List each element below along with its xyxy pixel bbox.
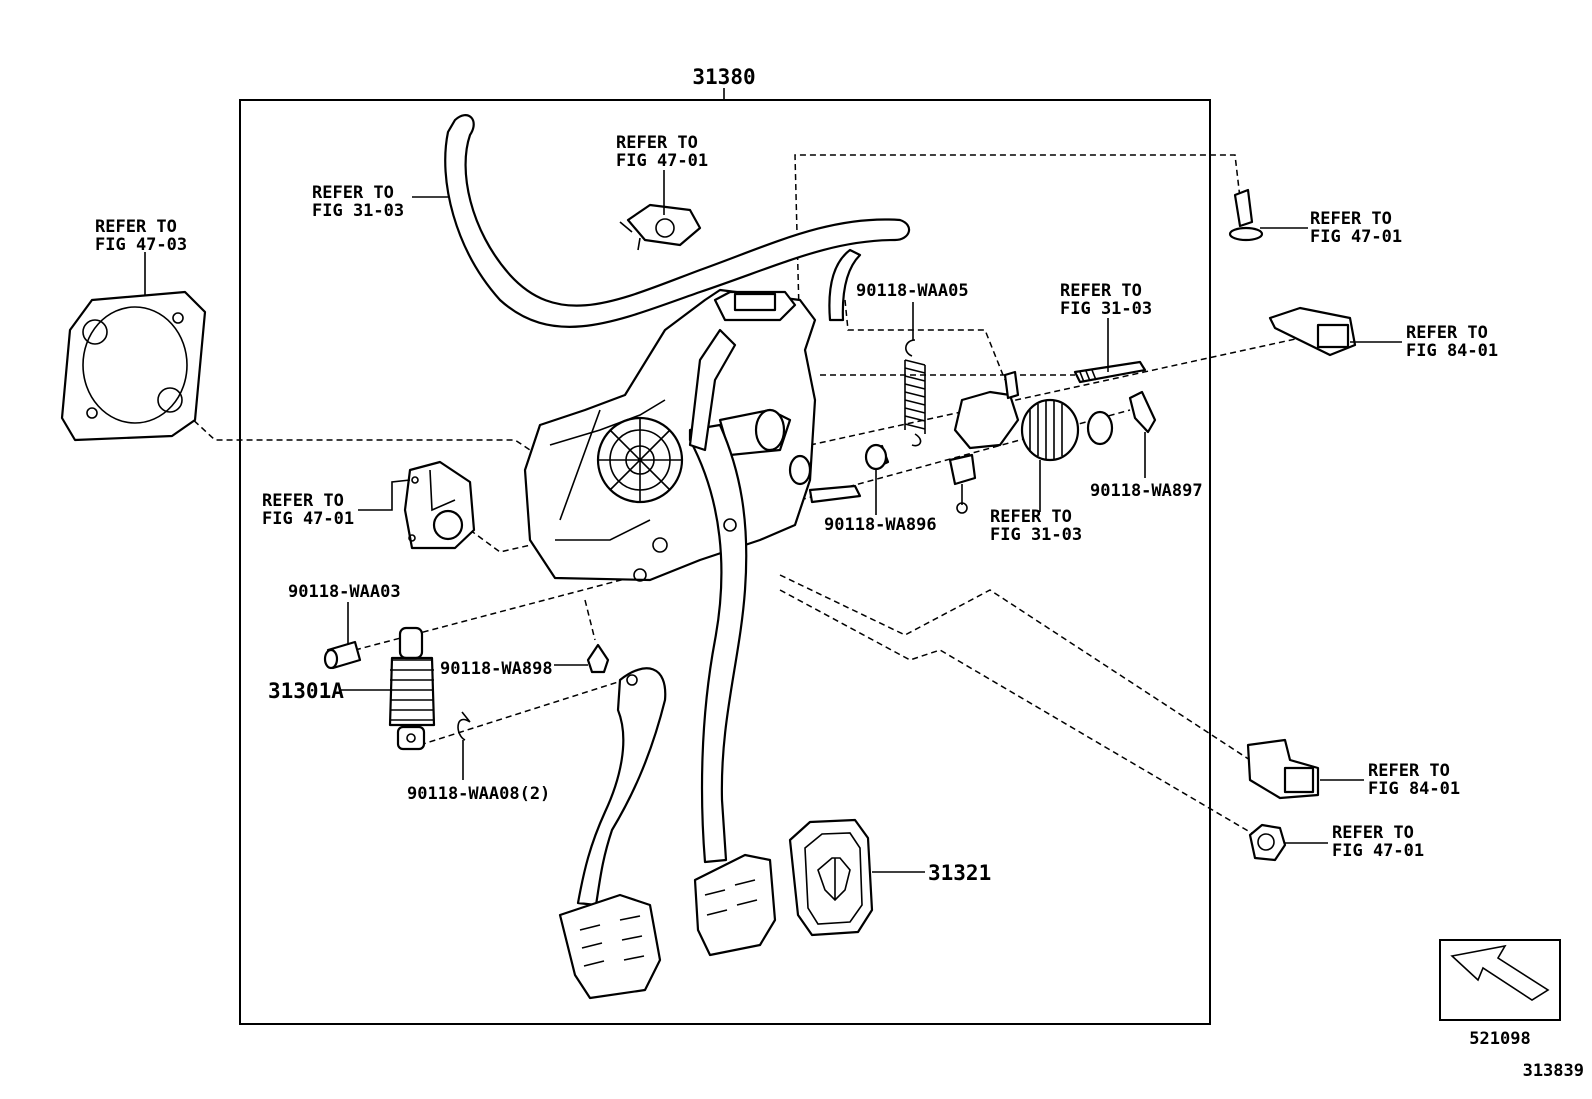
master-cylinder[interactable] xyxy=(948,370,1114,514)
switch-bracket[interactable] xyxy=(403,460,476,550)
refer-label[interactable]: REFER TO xyxy=(312,183,394,203)
solid-leaders xyxy=(144,170,1402,873)
figure-number: 313839 xyxy=(1523,1061,1584,1081)
reference-labels: REFER TO FIG 47-03 REFER TO FIG 31-03 RE… xyxy=(95,133,1498,861)
part-number-label[interactable]: 90118-WA898 xyxy=(440,659,553,679)
reservoir-hose[interactable] xyxy=(444,114,911,328)
assembly-frame xyxy=(239,99,1211,1025)
pedal-bushing[interactable] xyxy=(864,443,890,471)
refer-label[interactable]: REFER TO xyxy=(262,491,344,511)
illustration-number: 521098 xyxy=(1469,1029,1530,1049)
retainer-clip[interactable] xyxy=(457,711,471,741)
pivot-pin[interactable] xyxy=(323,640,362,670)
small-clip[interactable] xyxy=(586,643,610,674)
refer-label[interactable]: FIG 47-01 xyxy=(616,151,708,171)
refer-label[interactable]: REFER TO xyxy=(616,133,698,153)
part-number-label[interactable]: 90118-WAA05 xyxy=(856,281,969,301)
gasket-plate[interactable] xyxy=(60,290,207,442)
refer-label[interactable]: FIG 47-01 xyxy=(262,509,354,529)
refer-label[interactable]: FIG 47-03 xyxy=(95,235,187,255)
position-sensor[interactable] xyxy=(619,203,702,251)
refer-label[interactable]: REFER TO xyxy=(95,217,177,237)
part-number-label[interactable]: 90118-WAA08(2) xyxy=(407,784,550,804)
assist-spring-assembly[interactable] xyxy=(388,626,436,751)
refer-label[interactable]: REFER TO xyxy=(1332,823,1414,843)
part-number-label[interactable]: 31301A xyxy=(268,679,344,703)
return-spring[interactable] xyxy=(904,339,926,447)
front-direction-arrow-icon xyxy=(1439,939,1561,1021)
flange-nut[interactable] xyxy=(1248,823,1287,862)
refer-label[interactable]: FIG 47-01 xyxy=(1310,227,1402,247)
refer-label[interactable]: REFER TO xyxy=(1406,323,1488,343)
push-rod[interactable] xyxy=(1073,360,1147,384)
brake-pedal-arm[interactable] xyxy=(688,328,777,957)
part-number-label[interactable]: 90118-WA896 xyxy=(824,515,937,535)
clutch-pedal-arm[interactable] xyxy=(558,667,667,1000)
refer-label[interactable]: FIG 84-01 xyxy=(1368,779,1460,799)
pedal-pad[interactable] xyxy=(788,818,874,937)
part-number-label[interactable]: 90118-WA897 xyxy=(1090,481,1203,501)
stop-switch-bottom[interactable] xyxy=(1246,738,1320,800)
stop-switch-top[interactable] xyxy=(1268,306,1357,357)
part-number-label[interactable]: 90118-WAA03 xyxy=(288,582,401,602)
refer-label[interactable]: REFER TO xyxy=(1060,281,1142,301)
refer-label[interactable]: FIG 31-03 xyxy=(990,525,1082,545)
part-number-labels: 90118-WAA05 90118-WA896 90118-WA897 9011… xyxy=(268,281,1203,885)
refer-label[interactable]: FIG 47-01 xyxy=(1332,841,1424,861)
part-number-label[interactable]: 31321 xyxy=(928,861,991,885)
refer-label[interactable]: FIG 31-03 xyxy=(1060,299,1152,319)
refer-label[interactable]: REFER TO xyxy=(1368,761,1450,781)
refer-label[interactable]: REFER TO xyxy=(1310,209,1392,229)
refer-label[interactable]: FIG 31-03 xyxy=(312,201,404,221)
retainer-clip-right[interactable] xyxy=(1128,390,1157,434)
refer-label[interactable]: REFER TO xyxy=(990,507,1072,527)
assembly-number-label[interactable]: 31380 xyxy=(692,65,755,89)
refer-label[interactable]: FIG 84-01 xyxy=(1406,341,1498,361)
push-clip[interactable] xyxy=(1228,188,1264,242)
